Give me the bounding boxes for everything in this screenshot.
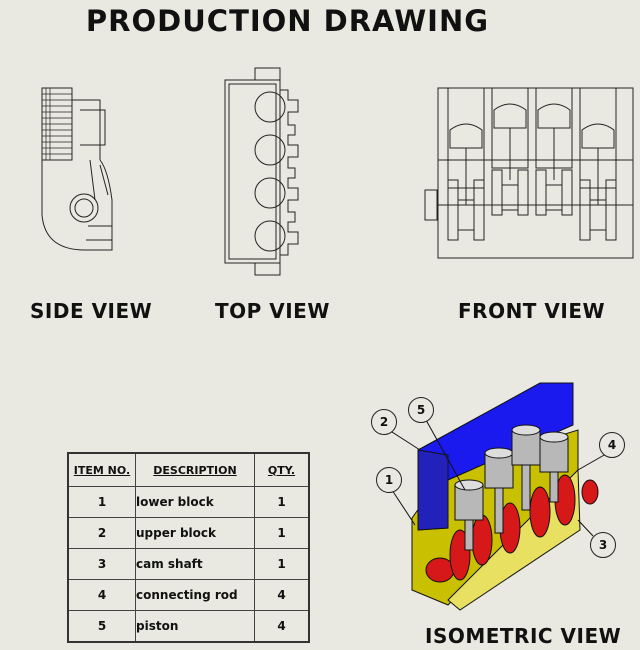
description: piston	[135, 610, 255, 643]
table-row: 1 lower block 1	[67, 486, 310, 518]
item-no: 3	[67, 548, 136, 580]
qty: 1	[254, 486, 310, 518]
qty: 4	[254, 579, 310, 611]
item-no: 1	[67, 486, 136, 518]
callout-number: 2	[379, 415, 389, 429]
header-description: DESCRIPTION	[135, 452, 255, 487]
table-header-row: ITEM NO. DESCRIPTION QTY.	[67, 452, 310, 487]
table-row: 5 piston 4	[67, 610, 310, 643]
header-qty: QTY.	[254, 452, 310, 487]
callout-3: 3	[590, 532, 616, 558]
qty: 1	[254, 548, 310, 580]
item-no: 5	[67, 610, 136, 643]
description: upper block	[135, 517, 255, 549]
table-row: 3 cam shaft 1	[67, 548, 310, 580]
callout-number: 4	[607, 438, 617, 452]
isometric-view-drawing	[391, 382, 607, 611]
qty: 1	[254, 517, 310, 549]
callout-5: 5	[408, 397, 434, 423]
description: lower block	[135, 486, 255, 518]
top-view-drawing	[224, 67, 299, 276]
qty: 4	[254, 610, 310, 643]
side-view-drawing	[41, 87, 113, 251]
item-no: 2	[67, 517, 136, 549]
front-view-label: FRONT VIEW	[458, 299, 606, 323]
table-row: 2 upper block 1	[67, 517, 310, 549]
header-item-no: ITEM NO.	[67, 452, 136, 487]
table-row: 4 connecting rod 4	[67, 579, 310, 611]
top-view-label: TOP VIEW	[215, 299, 330, 323]
page-title: PRODUCTION DRAWING	[85, 4, 490, 38]
item-no: 4	[67, 579, 136, 611]
bill-of-materials-table: ITEM NO. DESCRIPTION QTY. 1 lower block …	[67, 452, 310, 643]
description: cam shaft	[135, 548, 255, 580]
callout-number: 3	[598, 538, 608, 552]
description: connecting rod	[135, 579, 255, 611]
callout-number: 1	[384, 473, 394, 487]
callout-number: 5	[416, 403, 426, 417]
front-view-drawing	[424, 87, 634, 259]
callout-2: 2	[371, 409, 397, 435]
isometric-view-label: ISOMETRIC VIEW	[425, 624, 622, 648]
side-view-label: SIDE VIEW	[30, 299, 153, 323]
callout-1: 1	[376, 467, 402, 493]
callout-4: 4	[599, 432, 625, 458]
